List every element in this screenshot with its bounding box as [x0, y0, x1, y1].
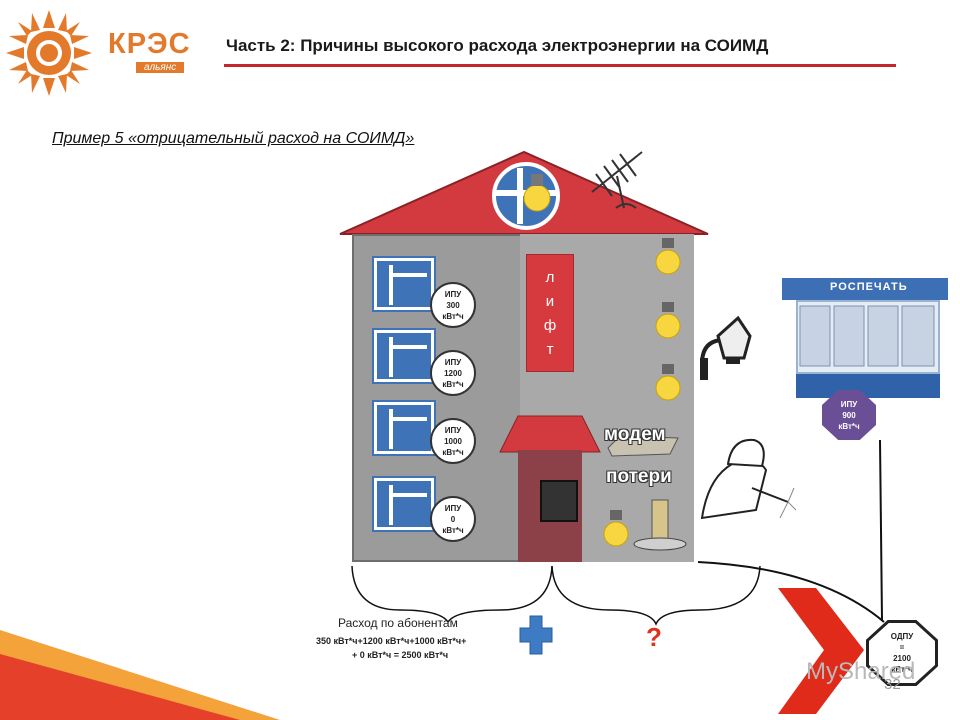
- heater-icon: [633, 499, 687, 551]
- meter-value: 1200: [444, 368, 462, 378]
- meter-unit: кВт*ч: [891, 665, 913, 674]
- kiosk-meter: ИПУ 900 кВт*ч: [822, 390, 876, 440]
- meter-unit: кВт*ч: [442, 447, 464, 457]
- meter-label: ИПУ: [444, 425, 462, 435]
- window: [374, 330, 434, 382]
- bottom-decoration: [0, 630, 280, 720]
- meter-label: ИПУ: [444, 503, 462, 513]
- losses-label: потери: [606, 466, 672, 487]
- meter-unit: кВт*ч: [442, 379, 464, 389]
- light-bulb-icon: [603, 510, 629, 547]
- window: [374, 258, 434, 310]
- apartment-meter: ИПУ 1000 кВт*ч: [430, 418, 476, 464]
- light-bulb-icon: [655, 302, 681, 339]
- kiosk-base: [796, 374, 940, 398]
- summary-line: + 0 кВт*ч = 2500 кВт*ч: [352, 650, 449, 660]
- modem-label: модем: [604, 424, 666, 445]
- summary-line: 350 кВт*ч+1200 кВт*ч+1000 кВт*ч+: [316, 636, 467, 646]
- light-bulb-icon: [523, 174, 551, 212]
- meter-value: 1000: [444, 436, 462, 446]
- example-title: Пример 5 «отрицательный расход на СОИМД»: [52, 130, 415, 147]
- apartment-meter: ИПУ 1200 кВт*ч: [430, 350, 476, 396]
- watermark: MyShared: [806, 658, 916, 685]
- kiosk-roof: [782, 278, 948, 300]
- brand-name: КРЭС: [108, 28, 191, 60]
- kiosk-sign: РОСПЕЧАТЬ: [830, 281, 908, 293]
- meter-unit: кВт*ч: [442, 311, 464, 321]
- meter-value: 900: [842, 410, 856, 420]
- meter-label: ОДПУ: [890, 632, 914, 641]
- lift-letter: ф: [543, 316, 557, 334]
- meter-value: 300: [446, 300, 460, 310]
- welder-icon: [700, 438, 796, 520]
- intercom-panel: [540, 480, 578, 522]
- apartment-meter: ИПУ 0 кВт*ч: [430, 496, 476, 542]
- light-bulb-icon: [655, 364, 681, 401]
- meter-value: 2100: [893, 654, 911, 663]
- lift-letter: л: [545, 268, 555, 286]
- brand-subtitle: альянс: [136, 62, 185, 73]
- lift-shaft: л и ф т: [526, 254, 574, 372]
- title-underline: [224, 64, 896, 67]
- meter-unit: кВт*ч: [838, 421, 860, 431]
- red-arrow-decoration: [778, 588, 864, 714]
- meter-value: 0: [450, 514, 456, 524]
- plus-icon: [519, 615, 553, 655]
- light-bulb-icon: [655, 238, 681, 275]
- lift-letter: и: [545, 292, 555, 310]
- sun-logo-icon: [6, 10, 92, 96]
- page-number: 32: [884, 676, 901, 693]
- modem-icon: [607, 435, 679, 457]
- meter-label: ИПУ: [444, 289, 462, 299]
- meter-unit: кВт*ч: [442, 525, 464, 535]
- street-lamp-icon: [700, 315, 752, 380]
- meter-label: ИПУ: [444, 357, 462, 367]
- odpu-meter: ОДПУ = 2100 кВт*ч: [869, 623, 935, 683]
- meter-label: ИПУ: [840, 399, 858, 409]
- window: [374, 478, 434, 530]
- summary-title: Расход по абонентам: [338, 616, 458, 630]
- meter-eq: =: [899, 643, 905, 652]
- lift-letter: т: [546, 340, 554, 358]
- antenna-icon: [591, 151, 643, 209]
- apartment-meter: ИПУ 300 кВт*ч: [430, 282, 476, 328]
- kiosk-shelves: [799, 305, 935, 367]
- page-title: Часть 2: Причины высокого расхода электр…: [226, 36, 769, 55]
- question-mark: ?: [646, 622, 662, 652]
